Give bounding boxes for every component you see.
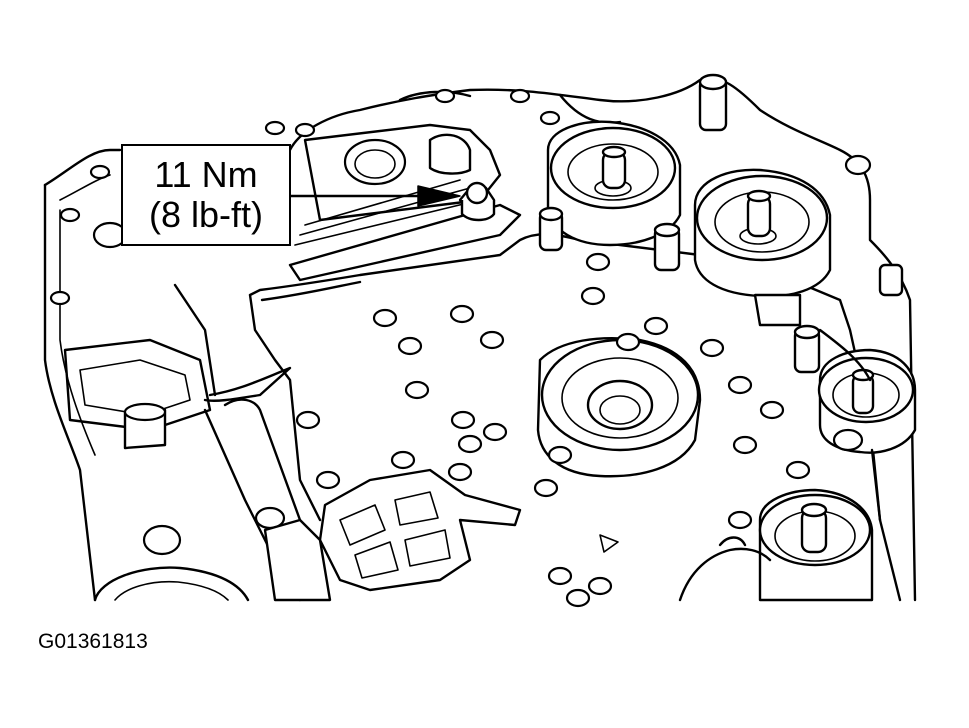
bolt-icon — [458, 181, 496, 222]
accumulator-1 — [546, 120, 682, 247]
accumulator-4 — [758, 488, 874, 602]
torque-callout: 11 Nm (8 lb-ft) — [121, 144, 291, 246]
housing-outline — [43, 77, 917, 602]
accumulator-3 — [817, 348, 917, 454]
accumulator-2 — [693, 168, 832, 298]
housing-holes — [49, 88, 872, 556]
center-boss — [536, 337, 702, 478]
lower-bracket — [263, 468, 522, 602]
torque-metric-label: 11 Nm — [154, 154, 258, 195]
torque-imperial-label: (8 lb-ft) — [148, 194, 263, 235]
figure-id: G01361813 — [38, 630, 148, 653]
arrow-pointer-icon — [289, 185, 461, 207]
posts — [538, 73, 904, 374]
plate-holes — [295, 252, 811, 608]
